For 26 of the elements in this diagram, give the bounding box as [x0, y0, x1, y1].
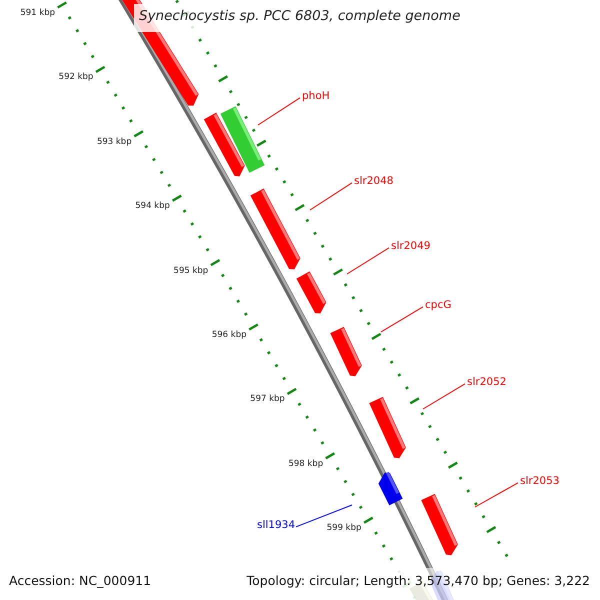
- leader-line: [422, 383, 466, 410]
- leader-line: [380, 306, 424, 332]
- leader-line: [346, 247, 390, 274]
- title: Synechocystis sp. PCC 6803, complete genome: [139, 10, 460, 24]
- position-label: 597 kbp: [250, 395, 285, 404]
- gene-label: slr2052: [467, 377, 506, 388]
- position-label: 599 kbp: [326, 524, 362, 533]
- gene-label: cpcG: [425, 300, 452, 310]
- leader-line: [474, 482, 518, 508]
- position-label: 591 kbp: [20, 9, 55, 18]
- leader-line: [310, 182, 352, 210]
- position-label: 595 kbp: [174, 266, 208, 276]
- genome-summary: Topology: circular; Length: 3,573,470 bp; Genes: 3,222: [246, 575, 590, 588]
- accession-text: Accession: NC_000911: [9, 575, 152, 588]
- position-label: 592 kbp: [58, 73, 94, 82]
- gene-label: slr2053: [520, 476, 560, 486]
- leader-line: [296, 504, 352, 528]
- gene-label: slr2048: [354, 176, 394, 186]
- gene-label: phoH: [302, 91, 330, 102]
- leader-line: [258, 97, 300, 126]
- position-label: 596 kbp: [212, 331, 246, 340]
- gene-label: sll1934: [257, 520, 296, 530]
- gene-label: slr2049: [391, 241, 430, 252]
- position-label: 598 kbp: [288, 460, 324, 468]
- position-label: 593 kbp: [96, 138, 132, 146]
- position-label: 594 kbp: [135, 202, 170, 211]
